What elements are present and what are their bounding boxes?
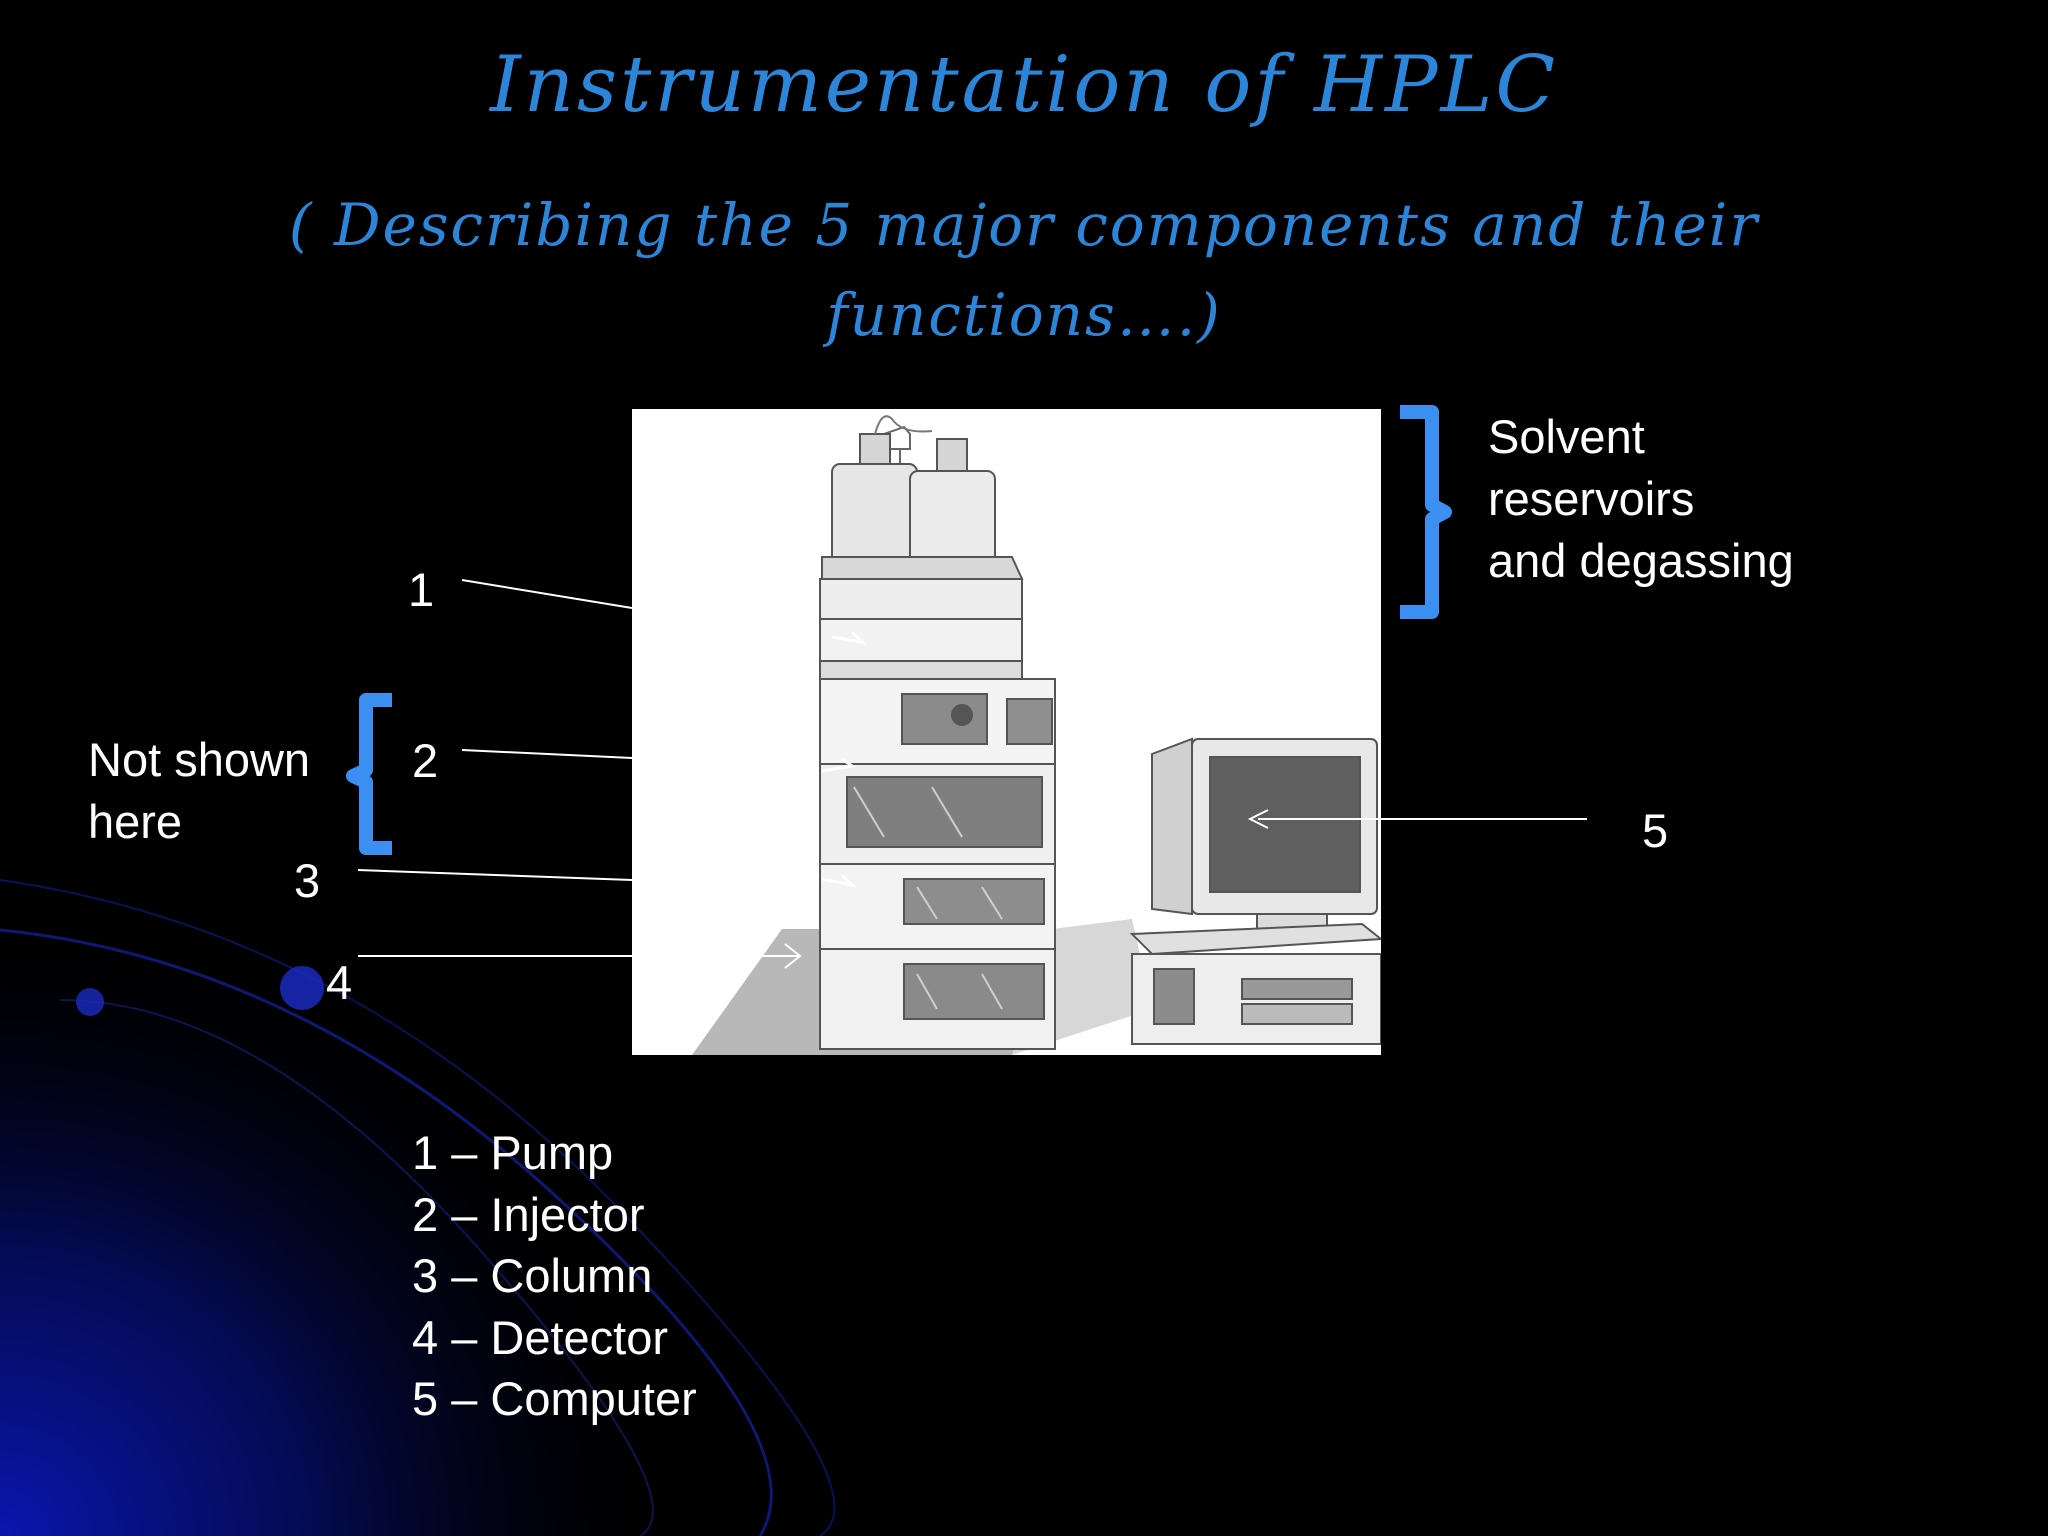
legend-item: 3 – Column (412, 1249, 653, 1302)
legend-item: 1 – Pump (412, 1126, 614, 1179)
not-shown-bracket (346, 693, 392, 855)
solvent-bracket (1400, 405, 1452, 619)
callout-number-4: 4 (326, 956, 353, 1009)
component-legend: 1 – Pump 2 – Injector 3 – Column 4 – Det… (412, 1122, 697, 1430)
slide-title: Instrumentation of HPLC (489, 40, 1559, 130)
slide-subtitle: ( Describing the 5 major components and … (288, 191, 1760, 349)
callout-number-3: 3 (294, 854, 321, 907)
hplc-instrument-image (632, 409, 1381, 1055)
legend-item: 2 – Injector (412, 1187, 645, 1241)
callout-number-2: 2 (412, 734, 439, 787)
solvent-label: Solvent reservoirs and degassing (1488, 410, 1794, 587)
legend-item: 5 – Computer (412, 1372, 697, 1425)
not-shown-label: Not shown here (88, 733, 311, 848)
computer-monitor-icon (1129, 737, 1381, 1045)
solvent-bottle-icon (831, 415, 996, 567)
legend-item: 4 – Detector (412, 1310, 669, 1364)
callout-number-5: 5 (1642, 804, 1669, 857)
callout-number-1: 1 (408, 563, 435, 616)
